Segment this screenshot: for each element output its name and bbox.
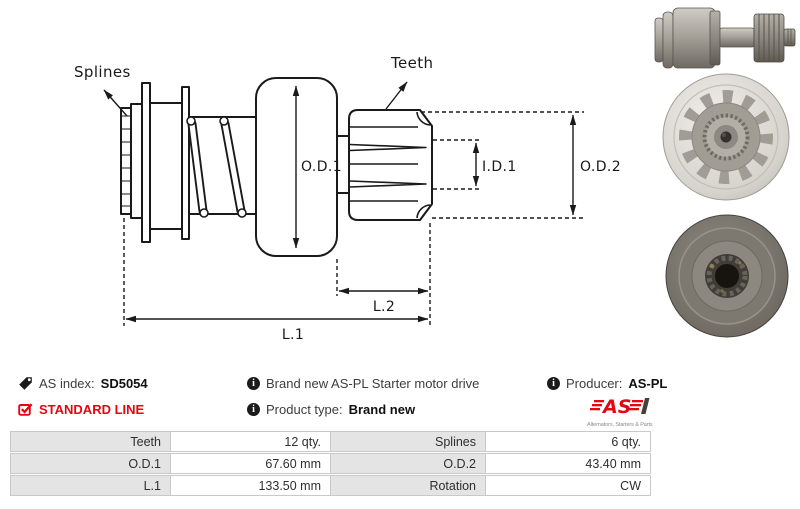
spec-value-splines: 6 qty. — [485, 431, 651, 452]
as-pl-logo-caption: Alternators, Starters & Parts — [587, 422, 653, 428]
tag-icon — [19, 376, 32, 390]
product-photo-rear-view[interactable] — [664, 213, 790, 339]
product-type-label: Product type: — [266, 401, 343, 417]
spec-row: L.1 133.50 mm Rotation CW — [10, 475, 653, 496]
as-pl-logo-text: AS — [601, 396, 631, 417]
info-icon — [247, 376, 260, 390]
spec-row: O.D.1 67.60 mm O.D.2 43.40 mm — [10, 453, 653, 474]
producer-row: Producer: AS-PL — [547, 375, 667, 391]
as-index-value: SD5054 — [100, 375, 148, 391]
standard-line-label: STANDARD LINE — [39, 401, 145, 417]
info-icon — [247, 402, 260, 416]
as-index-label: AS index: — [39, 375, 95, 391]
info-icon — [547, 376, 560, 390]
spec-value-rotation: CW — [485, 475, 651, 496]
technical-diagram: Splines Teeth O.D.1 I.D.1 O.D.2 L.2 L.1 — [74, 54, 621, 343]
description-row: Brand new AS-PL Starter motor drive — [247, 375, 479, 391]
spec-table: Teeth 12 qty. Splines 6 qty. O.D.1 67.60… — [10, 431, 653, 497]
spec-value-od2: 43.40 mm — [485, 453, 651, 474]
product-type-value: Brand new — [348, 401, 416, 417]
standard-line-badge: STANDARD LINE — [18, 401, 144, 417]
producer-value: AS-PL — [628, 375, 668, 391]
as-pl-logo-icon: AS — [590, 396, 650, 418]
label-od1: O.D.1 — [301, 159, 342, 175]
spec-label-od1: O.D.1 — [10, 453, 171, 474]
spec-label-l1: L.1 — [10, 475, 171, 496]
spec-label-teeth: Teeth — [10, 431, 171, 452]
product-type-row: Product type: Brand new — [247, 401, 415, 417]
product-photo-front-view[interactable] — [660, 71, 792, 203]
label-l1: L.1 — [282, 327, 304, 343]
spec-value-teeth: 12 qty. — [170, 431, 331, 452]
producer-label: Producer: — [566, 375, 623, 391]
dimension-lines — [103, 81, 584, 326]
spring — [186, 116, 247, 218]
spec-label-splines: Splines — [330, 431, 486, 452]
spec-label-od2: O.D.2 — [330, 453, 486, 474]
spec-value-l1: 133.50 mm — [170, 475, 331, 496]
label-l2: L.2 — [373, 299, 395, 315]
label-splines: Splines — [74, 63, 131, 81]
label-teeth: Teeth — [390, 54, 433, 72]
label-id1: I.D.1 — [482, 159, 517, 175]
as-pl-logo: AS Alternators, Starters & Parts — [587, 395, 653, 428]
spec-value-od1: 67.60 mm — [170, 453, 331, 474]
product-description: Brand new AS-PL Starter motor drive — [266, 375, 480, 391]
label-od2: O.D.2 — [580, 159, 621, 175]
drive-outline — [120, 77, 433, 257]
as-index-row: AS index: SD5054 — [18, 375, 148, 391]
checkbox-checked-icon — [18, 403, 33, 416]
spec-row: Teeth 12 qty. Splines 6 qty. — [10, 431, 653, 452]
product-photo-side-view[interactable] — [650, 3, 798, 71]
spec-label-rotation: Rotation — [330, 475, 486, 496]
